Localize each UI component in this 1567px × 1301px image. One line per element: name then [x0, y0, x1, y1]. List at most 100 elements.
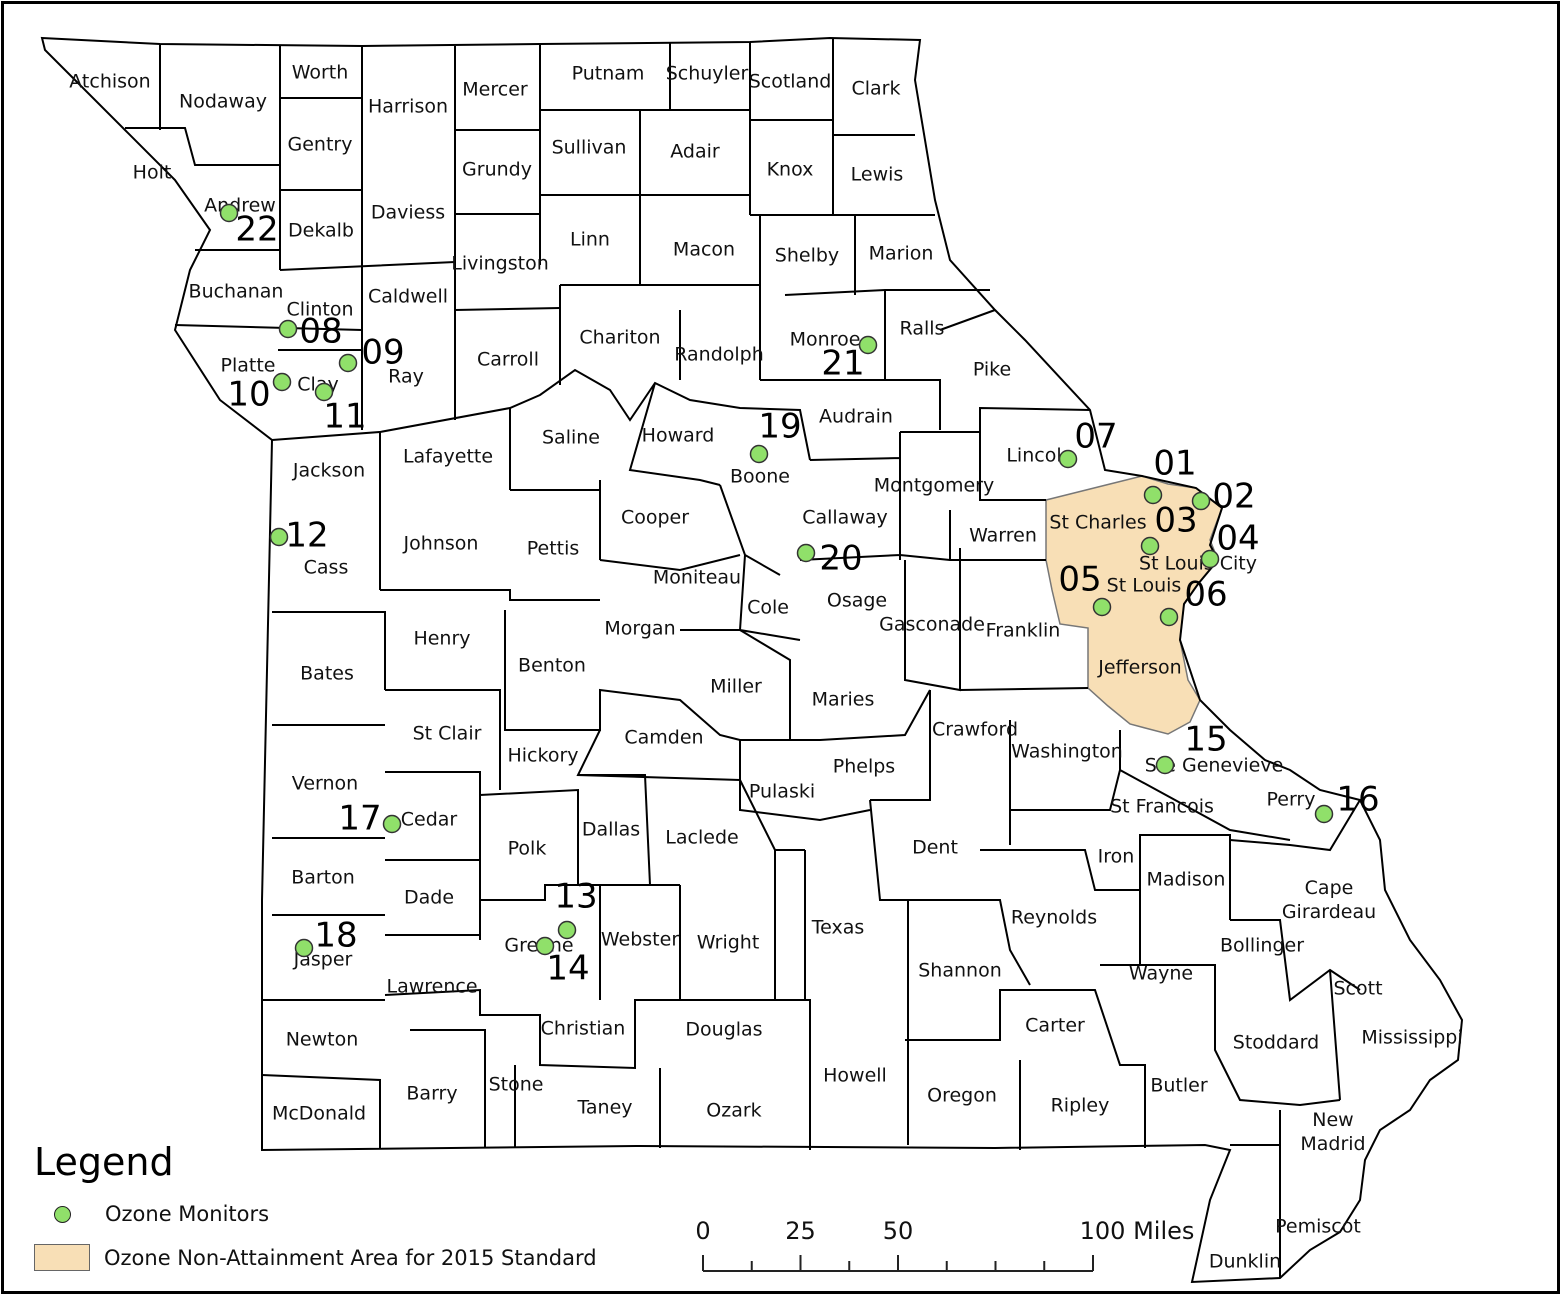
county-label-pettis: Pettis: [527, 538, 580, 560]
county-label-reynolds: Reynolds: [1011, 907, 1097, 929]
county-label-clinton: Clinton: [287, 299, 354, 321]
county-label-livingston: Livingston: [451, 253, 549, 275]
county-label-harrison: Harrison: [368, 96, 448, 118]
monitor-label-02: 02: [1212, 477, 1255, 517]
monitor-dot-20: [796, 543, 816, 563]
county-label-audrain: Audrain: [819, 406, 893, 428]
county-label-st-clair: St Clair: [413, 723, 482, 745]
county-boundary-15: [1139, 799, 1361, 965]
monitor-dot-15: [1155, 755, 1175, 775]
county-label-madison: Madison: [1147, 869, 1226, 891]
county-label-moniteau: Moniteau: [653, 567, 741, 589]
county-label-holt: Holt: [133, 162, 172, 184]
county-label-wayne: Wayne: [1129, 963, 1193, 985]
county-label-cooper: Cooper: [621, 507, 689, 529]
county-label-shelby: Shelby: [775, 245, 839, 267]
monitor-dot-icon: [54, 1205, 71, 1223]
county-label-stoddard: Stoddard: [1233, 1032, 1319, 1054]
county-label-pulaski: Pulaski: [749, 781, 815, 803]
county-label-ralls: Ralls: [900, 318, 945, 340]
county-label-cass: Cass: [304, 557, 349, 579]
county-label-st-francois: St Francois: [1110, 796, 1214, 818]
county-boundary-11: [272, 850, 909, 1145]
county-label-dunklin: Dunklin: [1209, 1251, 1281, 1273]
county-label-lawrence: Lawrence: [386, 976, 477, 998]
county-label-mississippi: Mississippi: [1361, 1027, 1462, 1049]
county-label-gentry: Gentry: [288, 134, 353, 156]
county-label-texas: Texas: [811, 917, 865, 939]
monitor-label-08: 08: [299, 312, 342, 352]
monitor-dot-02: [1191, 491, 1211, 511]
county-boundary-4: [174, 285, 996, 430]
county-label-chariton: Chariton: [579, 327, 660, 349]
scale-tick-label: 50: [883, 1217, 914, 1245]
county-label-iron: Iron: [1098, 846, 1135, 868]
monitor-dot-10: [272, 372, 292, 392]
county-label-saline: Saline: [542, 427, 600, 449]
county-label-mercer: Mercer: [462, 79, 528, 101]
county-label-butler: Butler: [1150, 1075, 1207, 1097]
county-label-scott: Scott: [1333, 978, 1382, 1000]
county-label-crawford: Crawford: [932, 719, 1018, 741]
county-label-knox: Knox: [767, 159, 814, 181]
county-label-henry: Henry: [413, 628, 470, 650]
county-label-phelps: Phelps: [833, 756, 895, 778]
monitor-label-21: 21: [821, 344, 864, 384]
county-label-platte: Platte: [221, 355, 276, 377]
county-label-schuyler: Schuyler: [666, 63, 749, 85]
monitor-label-12: 12: [285, 516, 328, 556]
county-label-putnam: Putnam: [572, 63, 645, 85]
county-label-dallas: Dallas: [582, 819, 640, 841]
county-label-franklin: Franklin: [986, 620, 1061, 642]
county-boundary-13: [261, 1029, 1341, 1150]
county-label-newton: Newton: [286, 1029, 359, 1051]
legend-monitors-label: Ozone Monitors: [105, 1202, 270, 1226]
scale-tick-label: 25: [785, 1217, 816, 1245]
monitor-label-03: 03: [1154, 501, 1197, 541]
monitor-dot-16: [1314, 804, 1334, 824]
monitor-dot-09: [338, 353, 358, 373]
county-boundary-14: [1100, 919, 1361, 1278]
monitor-dot-13: [557, 920, 577, 940]
county-label-pemiscot: Pemiscot: [1275, 1216, 1361, 1238]
county-label-clark: Clark: [851, 78, 900, 100]
county-label-barry: Barry: [406, 1083, 457, 1105]
monitor-dot-18: [294, 938, 314, 958]
county-boundary-7: [272, 489, 1089, 740]
county-label-carter: Carter: [1025, 1015, 1085, 1037]
county-label-camden: Camden: [624, 727, 703, 749]
county-label-grundy: Grundy: [462, 159, 532, 181]
monitor-label-15: 15: [1184, 720, 1227, 760]
county-label-monroe: Monroe: [790, 329, 861, 351]
monitor-dot-17: [382, 814, 402, 834]
monitor-label-16: 16: [1336, 780, 1379, 820]
legend-nonattainment-label: Ozone Non-Attainment Area for 2015 Stand…: [104, 1245, 597, 1270]
county-label-randolph: Randolph: [674, 344, 764, 366]
county-label-worth: Worth: [292, 62, 349, 84]
county-label-hickory: Hickory: [507, 745, 578, 767]
monitor-label-09: 09: [361, 333, 404, 373]
county-boundary-5: [271, 368, 811, 590]
monitor-dot-12: [269, 527, 289, 547]
monitor-label-05: 05: [1058, 560, 1101, 600]
county-label-gasconade: Gasconade: [879, 614, 985, 636]
county-label-douglas: Douglas: [685, 1019, 762, 1041]
monitor-label-07: 07: [1074, 417, 1117, 457]
monitor-label-14: 14: [546, 949, 589, 989]
monitor-label-13: 13: [554, 877, 597, 917]
county-label-osage: Osage: [827, 590, 887, 612]
monitor-label-01: 01: [1153, 444, 1196, 484]
legend-item-nonattainment: Ozone Non-Attainment Area for 2015 Stand…: [34, 1244, 597, 1271]
county-label-ozark: Ozark: [706, 1100, 761, 1122]
county-label-maries: Maries: [812, 689, 875, 711]
monitor-label-20: 20: [819, 539, 862, 579]
county-label-dade: Dade: [404, 887, 454, 909]
county-label-benton: Benton: [518, 655, 586, 677]
county-label-polk: Polk: [508, 838, 547, 860]
county-label-howard: Howard: [642, 425, 715, 447]
county-boundary-8: [272, 610, 931, 822]
